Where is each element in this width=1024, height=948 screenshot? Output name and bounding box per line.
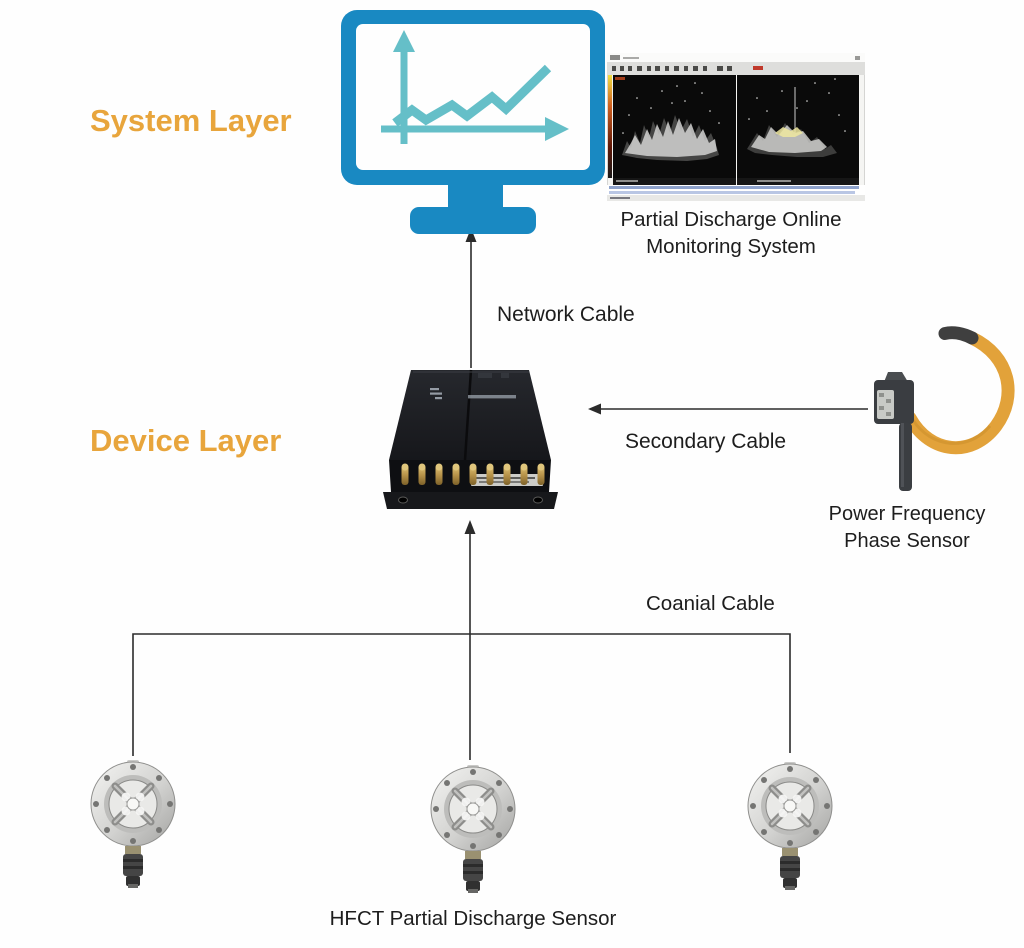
yellow-clamp-cable	[903, 331, 1015, 455]
phase-sensor-caption: Power Frequency Phase Sensor	[812, 501, 1002, 555]
power-frequency-phase-sensor-photo	[874, 326, 1015, 491]
colorbar	[608, 75, 612, 178]
spectrum-mountain-left	[615, 77, 720, 161]
spectrum-mountain-right	[747, 78, 846, 157]
record-button-glyph	[753, 66, 763, 70]
phase-sensor-caption-line2: Phase Sensor	[844, 530, 970, 552]
arrow-up-to-device-icon	[464, 520, 476, 534]
pd-acquisition-unit-photo	[383, 369, 558, 509]
monitor-chart-icon	[341, 10, 605, 234]
pd-monitoring-software-screenshot	[607, 53, 865, 201]
clamp-tip	[938, 326, 979, 345]
device-layer-title: Device Layer	[90, 423, 282, 458]
secondary-cable-label: Secondary Cable	[625, 430, 787, 453]
trend-line-glyph	[392, 64, 552, 127]
phase-sensor-caption-line1: Power Frequency	[828, 503, 986, 525]
monitoring-system-caption-line1: Partial Discharge Online	[620, 208, 842, 231]
spectrum-panel-right	[737, 75, 859, 178]
hfct-sensor-photo-right	[740, 760, 840, 892]
coaxial-cable-label: Coanial Cable	[646, 592, 775, 615]
network-cable-label: Network Cable	[497, 303, 635, 326]
system-layer-title: System Layer	[90, 103, 292, 138]
monitoring-system-caption: Partial Discharge Online Monitoring Syst…	[586, 206, 876, 260]
hfct-sensor-photo-middle	[423, 763, 523, 895]
arrow-left-to-device-icon	[588, 403, 601, 415]
device-top-markings	[430, 388, 516, 400]
hfct-sensor-photo-left	[83, 758, 183, 890]
monitoring-system-caption-line2: Monitoring System	[646, 235, 816, 258]
bnc-connectors	[401, 463, 545, 485]
hfct-sensor-caption: HFCT Partial Discharge Sensor	[329, 907, 617, 930]
coaxial-cable-line-bus	[132, 633, 791, 756]
